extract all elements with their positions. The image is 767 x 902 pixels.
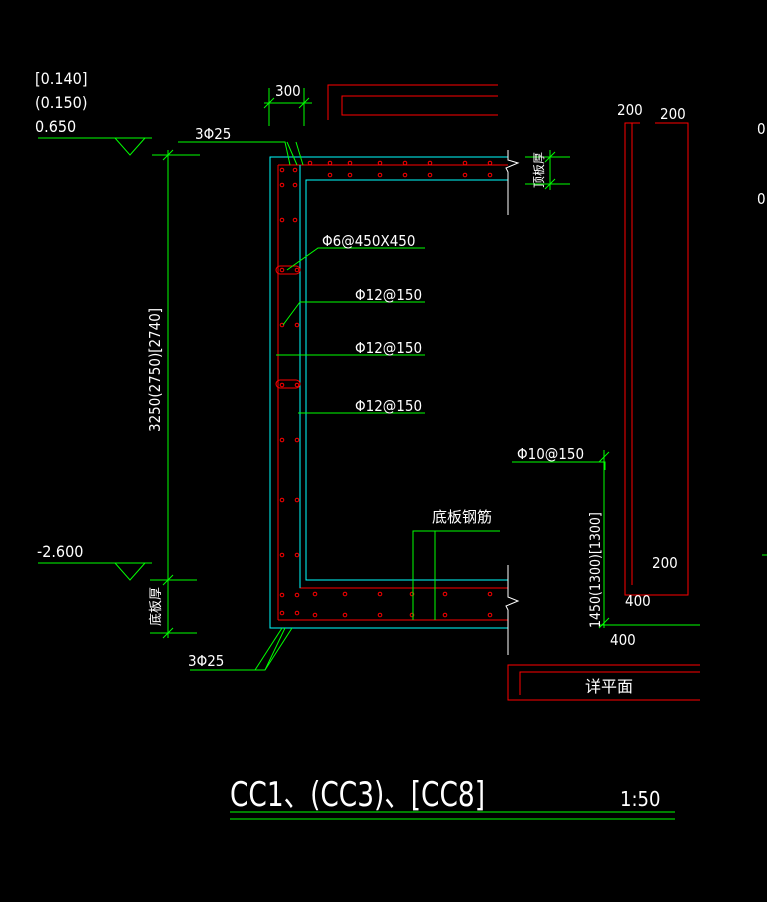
detail-dim-200-right: 200 — [660, 105, 686, 123]
top-section-bracket — [327, 84, 498, 120]
detail-dim-400-b: 400 — [610, 631, 636, 649]
bottom-slab-thickness-label: 底板厚 — [148, 587, 164, 626]
rebar-leaders — [178, 141, 606, 671]
detail-dim-200-left: 200 — [617, 101, 643, 119]
wall-thickness-dimension — [263, 88, 312, 126]
break-marks — [505, 150, 520, 655]
right-edge-partial-1: 0 — [757, 120, 766, 138]
slab-rebar-note: 底板钢筋 — [432, 508, 492, 526]
wall-thickness-text: 300 — [275, 82, 301, 100]
title-underline — [230, 811, 675, 820]
elevation-top-line2: (0.150) — [35, 93, 87, 112]
elevation-bottom: -2.600 — [37, 542, 83, 561]
elevation-bottom-marker — [38, 562, 197, 634]
top-slab-thickness-label: 顶板厚 — [532, 152, 546, 188]
right-edge-partial-2: 0 — [757, 190, 766, 208]
elevation-top-line3: 0.650 — [35, 117, 76, 136]
height-dimension-line — [162, 149, 174, 639]
rebar-dots — [275, 160, 493, 618]
horizontal-rebar-1: Φ12@150 — [355, 286, 422, 304]
horizontal-rebar-3: Φ12@150 — [355, 397, 422, 415]
top-bars-label: 3Φ25 — [195, 125, 231, 143]
slab-depth-text: 1450(1300)[1300] — [588, 512, 604, 628]
height-dimension-text: 3250(2750)[2740] — [146, 308, 164, 432]
drawing-scale: 1:50 — [620, 787, 660, 811]
horizontal-rebar-2: Φ12@150 — [355, 339, 422, 357]
elevation-top-marker — [38, 137, 200, 156]
stirrup-label: Φ6@450X450 — [322, 232, 415, 250]
detail-dim-400-a: 400 — [625, 592, 651, 610]
slab-rebar-label: Φ10@150 — [517, 445, 584, 463]
drawing-title: CC1、(CC3)、[CC8] — [230, 775, 485, 815]
inner-outline — [269, 156, 508, 629]
slab-detail — [624, 122, 689, 596]
top-slab-dimension — [525, 150, 570, 190]
detail-dim-200-bottom: 200 — [652, 554, 678, 572]
slab-depth-dimension — [598, 450, 700, 629]
detail-plan-label: 详平面 — [585, 677, 633, 696]
detail-plan-bracket — [507, 664, 700, 701]
bottom-bars-label: 3Φ25 — [188, 652, 224, 670]
elevation-top-line1: [0.140] — [35, 69, 87, 88]
